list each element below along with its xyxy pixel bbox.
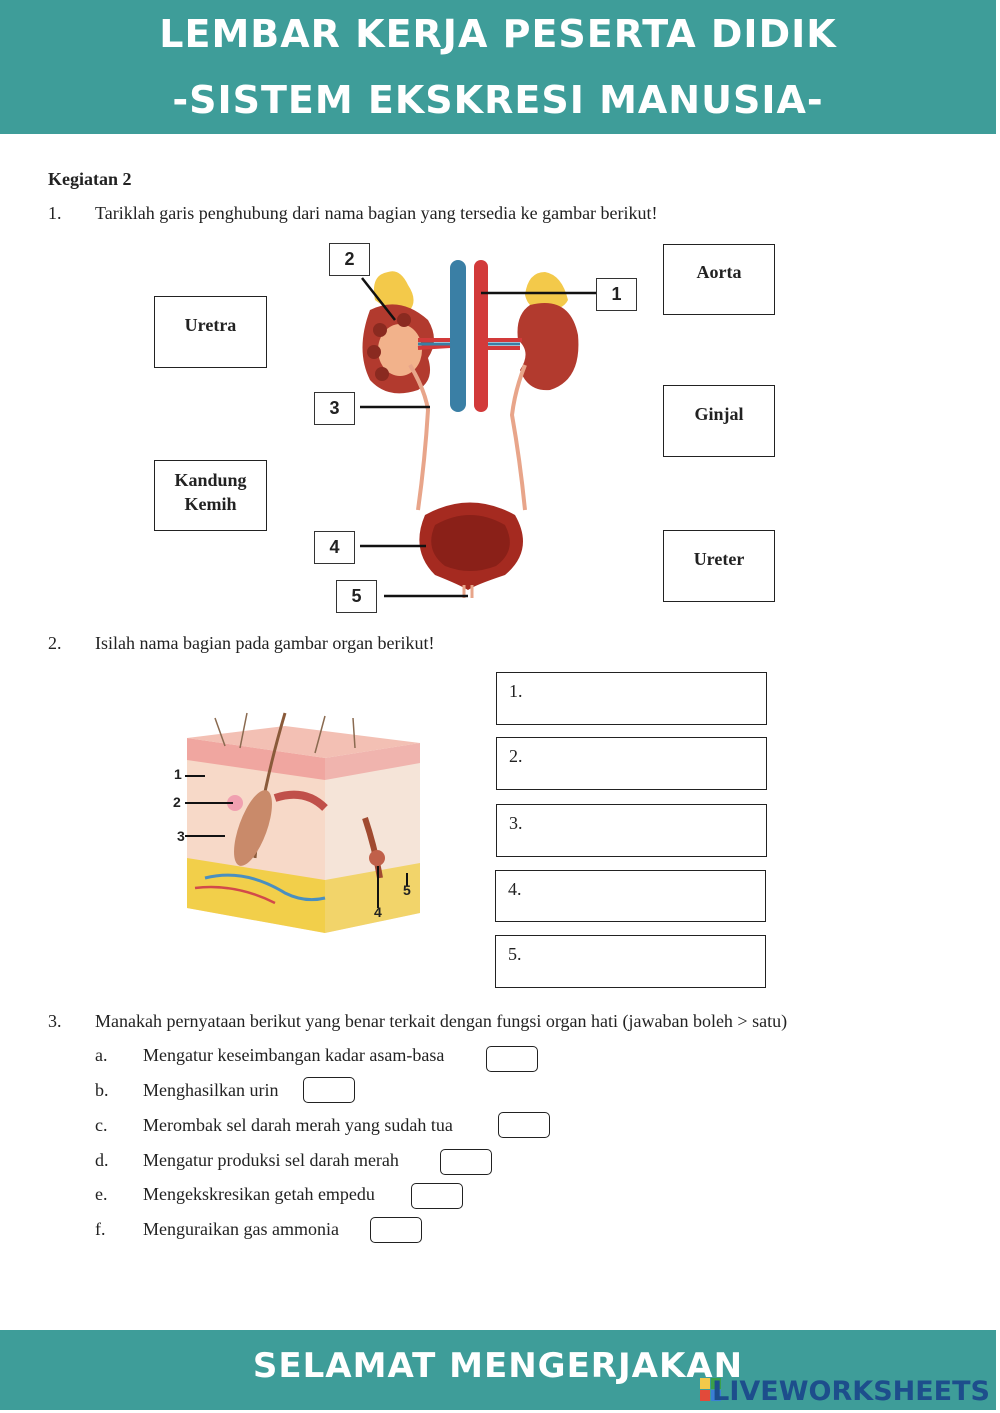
answer-label-2: 2. [509, 746, 523, 766]
title-line-2: -SISTEM EKSKRESI MANUSIA- [172, 78, 824, 122]
arrector-muscle [273, 790, 328, 811]
marker-2: 2 [329, 243, 370, 276]
artery [194, 885, 276, 905]
answer-label-3: 3. [509, 813, 523, 833]
q3-number: 3. [48, 1011, 62, 1031]
option-text-e: Mengekskresikan getah empedu [143, 1184, 375, 1204]
skin-marker-2: 2 [173, 794, 181, 810]
checkbox-c[interactable] [498, 1112, 550, 1138]
option-text-d: Mengatur produksi sel darah merah [143, 1150, 399, 1170]
option-letter-c: c. [95, 1115, 108, 1135]
pyramid [375, 367, 389, 381]
follicle-side [362, 817, 383, 879]
epidermis-side [325, 743, 420, 780]
skin-top [187, 726, 420, 758]
label-box-ginjal[interactable]: Ginjal [663, 385, 775, 457]
label-box-aorta[interactable]: Aorta [663, 244, 775, 315]
answer-label-1: 1. [509, 681, 523, 701]
checkbox-a[interactable] [486, 1046, 538, 1072]
option-letter-f: f. [95, 1219, 106, 1239]
pyramid [373, 323, 387, 337]
pyramid [397, 313, 411, 327]
title-line-1: LEMBAR KERJA PESERTA DIDIK [159, 12, 837, 56]
vena-cava [450, 260, 466, 412]
kidney-right [517, 303, 579, 391]
pointer-2 [361, 277, 396, 321]
marker-4: 4 [314, 531, 355, 564]
option-text-a: Mengatur keseimbangan kadar asam-basa [143, 1045, 445, 1065]
label-uretra: Uretra [184, 315, 237, 335]
answer-box-3[interactable]: 3. [496, 804, 767, 857]
answer-label-5: 5. [508, 944, 522, 964]
bladder-inner [431, 515, 510, 571]
answer-label-4: 4. [508, 879, 522, 899]
skin-marker-3: 3 [177, 828, 185, 844]
hairs [214, 712, 356, 754]
footer-banner: SELAMAT MENGERJAKAN LIVEWORKSHEETS [0, 1330, 996, 1410]
adrenal-left [373, 271, 414, 311]
label-box-ureter[interactable]: Ureter [663, 530, 775, 602]
option-letter-e: e. [95, 1184, 108, 1204]
liveworksheets-brand: LIVEWORKSHEETS [712, 1376, 990, 1407]
option-letter-a: a. [95, 1045, 108, 1065]
renal-arteries [417, 338, 522, 350]
footer-text: SELAMAT MENGERJAKAN [252, 1346, 744, 1386]
ureter-left [408, 363, 431, 511]
adrenal-right [525, 272, 568, 311]
option-letter-b: b. [95, 1080, 109, 1100]
skin-marker-1: 1 [174, 766, 182, 782]
marker-5: 5 [336, 580, 377, 613]
q2-number: 2. [48, 633, 62, 653]
ureter-right [509, 364, 527, 511]
renal-pelvis [378, 324, 422, 376]
label-aorta: Aorta [696, 262, 742, 282]
answer-box-5[interactable]: 5. [495, 935, 766, 988]
marker-3: 3 [314, 392, 355, 425]
skin-figure [185, 712, 420, 933]
checkbox-d[interactable] [440, 1149, 492, 1175]
activity-title: Kegiatan 2 [48, 169, 132, 189]
option-letter-d: d. [95, 1150, 109, 1170]
option-text-b: Menghasilkan urin [143, 1080, 279, 1100]
label-ureter: Ureter [693, 549, 745, 569]
header-banner: LEMBAR KERJA PESERTA DIDIK -SISTEM EKSKR… [0, 0, 996, 134]
fat-side [325, 863, 420, 933]
checkbox-f[interactable] [370, 1217, 422, 1243]
answer-box-4[interactable]: 4. [495, 870, 766, 922]
option-text-f: Menguraikan gas ammonia [143, 1219, 339, 1239]
answer-box-1[interactable]: 1. [496, 672, 767, 725]
label-kemih: Kemih [184, 494, 237, 514]
label-ginjal: Ginjal [694, 404, 744, 424]
checkbox-b[interactable] [303, 1077, 355, 1103]
skin-marker-5: 5 [403, 882, 411, 898]
q1-text: Tariklah garis penghubung dari nama bagi… [95, 203, 658, 223]
label-kandung: Kandung [174, 470, 247, 490]
epidermis-front [187, 738, 325, 780]
sweat-gland [369, 850, 385, 866]
sebaceous-gland [227, 795, 243, 811]
q1-number: 1. [48, 203, 62, 223]
urinary-system-figure [360, 260, 596, 598]
marker-1: 1 [596, 278, 637, 311]
answer-box-2[interactable]: 2. [496, 737, 767, 790]
hair-follicle [234, 790, 272, 866]
liveworksheets-logo-icon [700, 1378, 721, 1401]
label-box-uretra[interactable]: Uretra [154, 296, 267, 368]
pyramid [367, 345, 381, 359]
option-text-c: Merombak sel darah merah yang sudah tua [143, 1115, 453, 1135]
skin-marker-4: 4 [374, 904, 382, 920]
aorta-vessel [474, 260, 488, 412]
q3-text: Manakah pernyataan berikut yang benar te… [95, 1011, 788, 1031]
checkbox-e[interactable] [411, 1183, 463, 1209]
q2-text: Isilah nama bagian pada gambar organ ber… [95, 633, 435, 653]
blood-vessel [204, 873, 326, 902]
